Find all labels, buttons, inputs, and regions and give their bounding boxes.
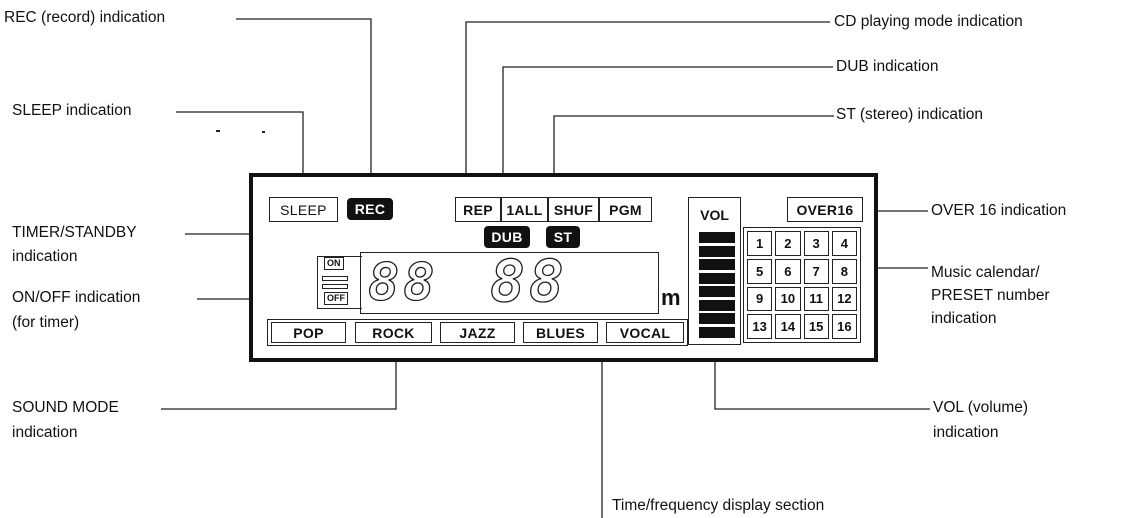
sound-mode-pop: POP [271, 322, 346, 343]
vol-indicator: VOL [700, 207, 729, 223]
calendar-label-2: PRESET number [931, 287, 1050, 304]
shuf-indicator: SHUF [548, 197, 599, 222]
vol-bar [699, 245, 735, 257]
sleep-indicator: SLEEP [269, 197, 338, 222]
rec-label: REC (record) indication [4, 9, 166, 26]
on-indicator: ON [324, 257, 344, 270]
sound-mode-label-2: indication [12, 424, 78, 441]
sound-mode-jazz: JAZZ [440, 322, 515, 343]
st-indicator: ST [546, 226, 580, 248]
calendar-cell: 15 [803, 314, 829, 339]
pgm-indicator: PGM [599, 197, 652, 222]
calendar-cell: 4 [831, 231, 857, 256]
over16-label: OVER 16 indication [931, 202, 1067, 219]
vol-bar [699, 259, 735, 270]
calendar-cell: 5 [747, 258, 773, 284]
dub-label: DUB indication [836, 58, 939, 75]
sound-mode-blues: BLUES [523, 322, 598, 343]
dub-indicator: DUB [484, 226, 530, 248]
vol-bar [699, 286, 735, 297]
vol-column: VOL [688, 197, 741, 345]
calendar-cell: 8 [831, 258, 857, 284]
calendar-cell: 7 [803, 258, 829, 284]
over16-indicator: OVER16 [787, 197, 863, 222]
onoff-label-2: (for timer) [12, 314, 80, 331]
calendar-label-3: indication [931, 310, 997, 327]
calendar-cell: 11 [803, 286, 829, 312]
calendar-cell: 13 [747, 314, 773, 339]
calendar-cell: 1 [747, 231, 773, 256]
calendar-cell: 12 [831, 286, 857, 312]
calendar-cell: 16 [831, 314, 857, 339]
calendar-cell: 14 [775, 314, 801, 339]
calendar-cell: 9 [747, 286, 773, 312]
vol-label: VOL (volume) [933, 399, 1029, 416]
st-label: ST (stereo) indication [836, 106, 984, 123]
calendar-cell: 6 [775, 258, 801, 284]
onoff-segment-bottom [322, 284, 348, 289]
sound-mode-vocal: VOCAL [606, 322, 684, 343]
segment-digits-right: 88 [489, 247, 568, 315]
vol-bar [699, 299, 735, 311]
vol-bar [699, 313, 735, 324]
off-indicator: OFF [324, 292, 348, 305]
sound-mode-rock: ROCK [355, 322, 432, 343]
onoff-bracket [317, 256, 362, 309]
time-freq-label: Time/frequency display section [612, 497, 825, 514]
sound-mode-strip [267, 319, 688, 346]
timer-standby-label: TIMER/STANDBY [12, 224, 137, 241]
cd-mode-label: CD playing mode indication [834, 13, 1023, 30]
calendar-label: Music calendar/ [931, 264, 1040, 281]
sound-mode-label: SOUND MODE [12, 399, 119, 416]
onoff-label: ON/OFF indication [12, 289, 141, 306]
vol-bar [699, 272, 735, 284]
timer-standby-label-2: indication [12, 248, 78, 265]
vol-label-2: indication [933, 424, 999, 441]
vol-bar [699, 232, 735, 243]
rep-indicator: REP [455, 197, 501, 222]
m-unit: m [661, 285, 681, 310]
vol-bar [699, 326, 735, 338]
time-frequency-display [360, 252, 659, 314]
calendar-cell: 10 [775, 286, 801, 312]
rec-indicator: REC [347, 198, 393, 220]
1all-indicator: 1ALL [501, 197, 548, 222]
onoff-segment-top [322, 276, 348, 281]
segment-digits-left: 88 [367, 253, 439, 313]
calendar-cell: 2 [775, 231, 801, 256]
sleep-label: SLEEP indication [12, 102, 132, 119]
calendar-cell: 3 [803, 231, 829, 256]
